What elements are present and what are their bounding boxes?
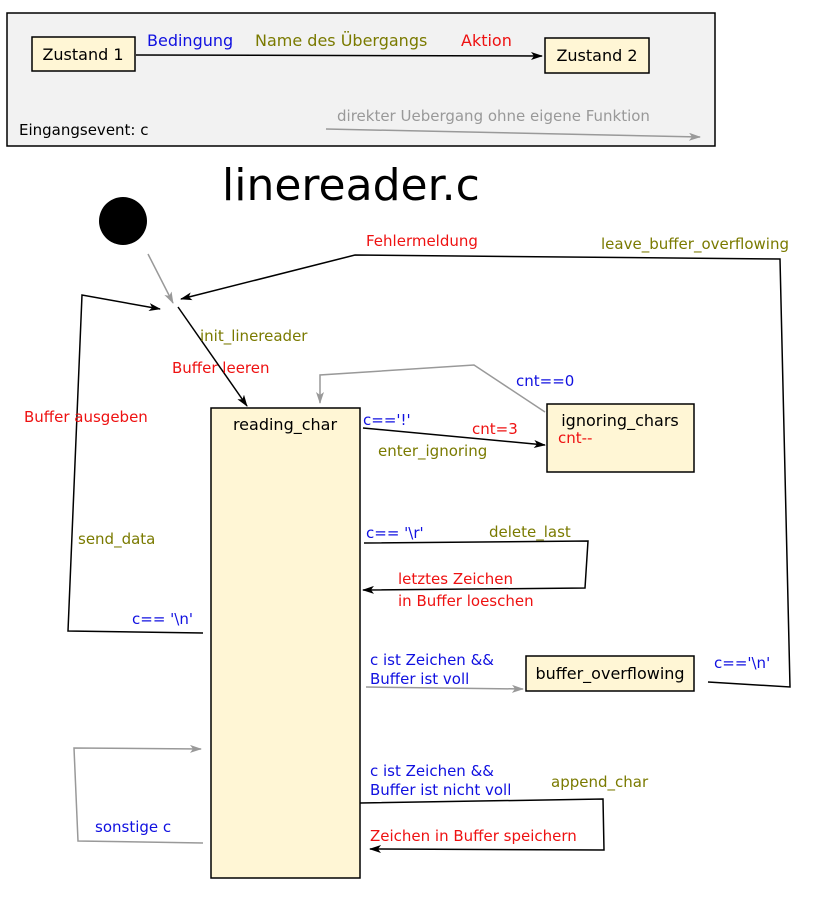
- delete-last-arrow: [362, 540, 589, 594]
- cnt-zero-label: cnt==0: [516, 372, 574, 390]
- send-data-arrow: [67, 294, 204, 634]
- store-action-label: Zeichen in Buffer speichern: [370, 827, 577, 845]
- legend-state-2: [544, 37, 650, 74]
- legend-transition-arrow: [135, 51, 543, 60]
- enter-ignoring-label: enter_ignoring: [378, 442, 487, 461]
- state-ignoring-chars-label: ignoring_chars: [561, 411, 679, 431]
- init-transition-label: init_linereader: [200, 327, 308, 346]
- legend-state-1-label: Zustand 1: [42, 45, 123, 64]
- legend: Zustand 1 Zustand 2 Bedingung Name des Ü…: [6, 12, 716, 147]
- other-chars-arrow: [73, 744, 204, 844]
- state-reading-char: [210, 407, 361, 879]
- legend-input-event: Eingangsevent: c: [19, 121, 149, 139]
- legend-direct-arrow: [325, 128, 701, 141]
- error-action-label: Fehlermeldung: [366, 232, 478, 250]
- leave-overflow-label: leave_buffer_overflowing: [601, 235, 789, 254]
- state-reading-char-label: reading_char: [233, 415, 338, 435]
- legend-action: Aktion: [461, 31, 512, 50]
- excl-cond-label: c=='!': [363, 411, 411, 429]
- state-ignoring-chars: [546, 403, 695, 473]
- enter-ignoring-arrow: [362, 427, 546, 448]
- legend-direct-transition: direkter Uebergang ohne eigene Funktion: [337, 107, 650, 125]
- initial-state: [99, 197, 147, 245]
- cnt3-label: cnt=3: [472, 420, 518, 438]
- legend-frame: [6, 12, 716, 147]
- append-char-arrow: [359, 798, 605, 854]
- send-action-label: Buffer ausgeben: [24, 408, 148, 426]
- delete-last-label: delete_last: [489, 523, 571, 542]
- legend-state-2-label: Zustand 2: [556, 46, 637, 65]
- append-char-label: append_char: [551, 773, 649, 792]
- notfull-cond-label-1: c ist Zeichen &&: [370, 762, 494, 780]
- initial-arrow: [147, 253, 174, 304]
- send-transition-label: send_data: [78, 530, 155, 549]
- delete-action-label-1: letztes Zeichen: [398, 570, 513, 588]
- full-cond-label-2: Buffer ist voll: [370, 670, 469, 688]
- other-cond-label: sonstige c: [95, 818, 171, 836]
- overflow-cond-label: c=='\n': [714, 654, 770, 672]
- state-buffer-overflowing: [525, 655, 695, 692]
- notfull-cond-label-2: Buffer ist nicht voll: [370, 781, 511, 799]
- state-ignoring-chars-action: cnt--: [558, 429, 592, 447]
- buffer-full-arrow: [365, 684, 524, 693]
- init-action-label: Buffer leeren: [172, 359, 270, 377]
- state-buffer-overflowing-label: buffer_overflowing: [535, 664, 684, 684]
- init-transition-arrow: [177, 306, 248, 407]
- full-cond-label-1: c ist Zeichen &&: [370, 651, 494, 669]
- legend-state-1: [31, 36, 136, 72]
- diagram-title: linereader.c: [222, 160, 480, 211]
- leave-overflow-arrow: [180, 254, 791, 688]
- cr-cond-label: c== '\r': [366, 524, 424, 542]
- newline-cond-label: c== '\n': [132, 610, 193, 628]
- legend-condition: Bedingung: [147, 31, 233, 50]
- delete-action-label-2: in Buffer loeschen: [398, 592, 534, 610]
- ignoring-return-arrow: [316, 364, 546, 413]
- legend-transition-name: Name des Übergangs: [255, 31, 427, 50]
